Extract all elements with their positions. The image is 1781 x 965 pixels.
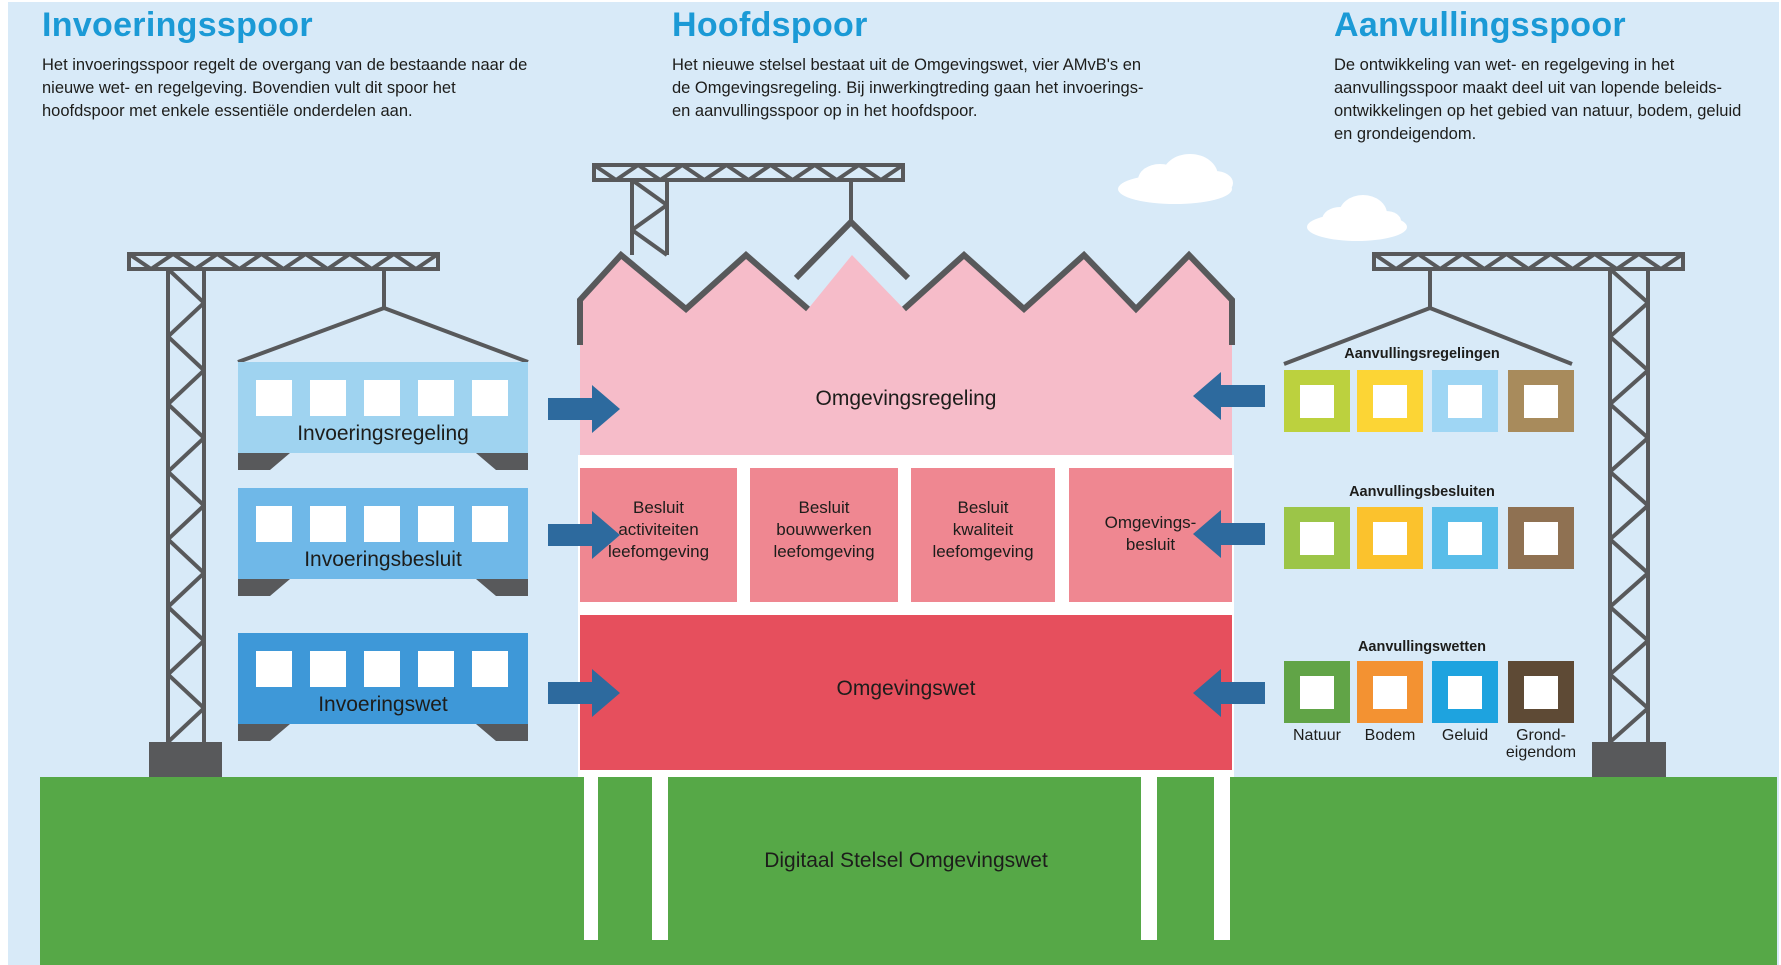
arrow-left-icon	[1193, 669, 1265, 717]
building-stilt	[1141, 770, 1157, 940]
window	[472, 380, 508, 416]
omgevingswet-label: Omgevingswet	[837, 677, 976, 700]
window	[364, 380, 400, 416]
left-modules: InvoeringsregelingInvoeringsbesluitInvoe…	[238, 362, 528, 741]
building-stilt	[652, 770, 668, 940]
tile-window	[1448, 676, 1482, 709]
window	[256, 506, 292, 542]
arrow-left-icon	[1193, 372, 1265, 420]
center-crane	[592, 163, 911, 281]
tile-window	[1524, 385, 1558, 418]
window	[310, 651, 346, 687]
cloud-icon	[1307, 195, 1407, 241]
tile-window	[1524, 676, 1558, 709]
arrow-left-icon	[1193, 510, 1265, 558]
arrow-right-icon	[548, 385, 620, 433]
besluit-label: Besluit	[957, 498, 1008, 517]
besluit-label: leefomgeving	[608, 542, 709, 561]
tile-caption: Grond-	[1516, 727, 1566, 744]
besluit-label: activiteiten	[618, 520, 698, 539]
tile-window	[1300, 522, 1334, 555]
tile-caption: Bodem	[1365, 727, 1416, 744]
besluit-label: Besluit	[633, 498, 684, 517]
ground	[40, 777, 1777, 965]
center-column-title: Hoofdspoor	[672, 6, 868, 44]
roof-outline	[577, 250, 810, 345]
window	[472, 651, 508, 687]
tile-window	[1300, 385, 1334, 418]
aanvulling-group: Aanvullingsregelingen	[1284, 346, 1574, 432]
center-column-text: Het nieuwe stelsel bestaat uit de Omgevi…	[672, 56, 1144, 120]
tile-window	[1448, 385, 1482, 418]
besluit-box	[750, 468, 898, 602]
invoering-module: Invoeringsbesluit	[238, 488, 528, 596]
left-crane	[127, 252, 529, 778]
left-column-title: Invoeringsspoor	[42, 6, 313, 44]
besluit-label: leefomgeving	[773, 542, 874, 561]
besluit-label: Omgevings-	[1105, 513, 1197, 532]
window	[310, 380, 346, 416]
tile-window	[1373, 385, 1407, 418]
roof-outline	[901, 250, 1235, 345]
aanvulling-group: Aanvullingswetten	[1284, 639, 1574, 723]
tile-window	[1373, 522, 1407, 555]
arrow-right-icon	[548, 511, 620, 559]
window	[256, 651, 292, 687]
window	[418, 380, 454, 416]
tile-caption: Natuur	[1293, 727, 1342, 744]
window	[418, 506, 454, 542]
invoering-module: Invoeringswet	[238, 633, 528, 741]
left-column-text: Het invoeringsspoor regelt de overgang v…	[42, 56, 528, 120]
tile-window	[1373, 676, 1407, 709]
invoering-module: Invoeringsregeling	[238, 362, 528, 470]
building-stilt	[584, 770, 598, 940]
tile-window	[1448, 522, 1482, 555]
arrows	[548, 372, 1265, 717]
omgevingsregeling-label: Omgevingsregeling	[816, 387, 997, 410]
tile-caption: eigendom	[1506, 744, 1576, 761]
right-column-text: De ontwikkeling van wet- en regelgeving …	[1334, 56, 1742, 143]
window	[310, 506, 346, 542]
window	[364, 506, 400, 542]
window	[418, 651, 454, 687]
module-label: Invoeringsbesluit	[304, 548, 462, 571]
besluit-label: bouwwerken	[776, 520, 871, 539]
ground-label: Digitaal Stelsel Omgevingswet	[764, 849, 1048, 872]
aanvulling-group: Aanvullingsbesluiten	[1284, 484, 1574, 569]
window	[364, 651, 400, 687]
group-title: Aanvullingsregelingen	[1344, 346, 1500, 362]
right-column-title: Aanvullingsspoor	[1334, 6, 1626, 44]
window	[472, 506, 508, 542]
module-label: Invoeringswet	[318, 693, 448, 716]
tile-window	[1524, 522, 1558, 555]
module-label: Invoeringsregeling	[297, 422, 469, 445]
cloud-icon	[1118, 154, 1233, 204]
besluit-box	[911, 468, 1055, 602]
group-title: Aanvullingsbesluiten	[1349, 484, 1495, 500]
building-top-section	[580, 255, 1232, 455]
besluit-label: leefomgeving	[932, 542, 1033, 561]
arrow-right-icon	[548, 669, 620, 717]
tile-caption: Geluid	[1442, 727, 1488, 744]
tile-window	[1300, 676, 1334, 709]
besluit-label: besluit	[1126, 535, 1175, 554]
group-title: Aanvullingswetten	[1358, 639, 1486, 655]
besluit-label: kwaliteit	[953, 520, 1014, 539]
right-groups: AanvullingsregelingenAanvullingsbesluite…	[1284, 346, 1576, 761]
building-stilt	[1214, 770, 1230, 940]
window	[256, 380, 292, 416]
besluit-label: Besluit	[798, 498, 849, 517]
right-crane	[1283, 252, 1685, 778]
building-bottom-section	[580, 615, 1232, 770]
